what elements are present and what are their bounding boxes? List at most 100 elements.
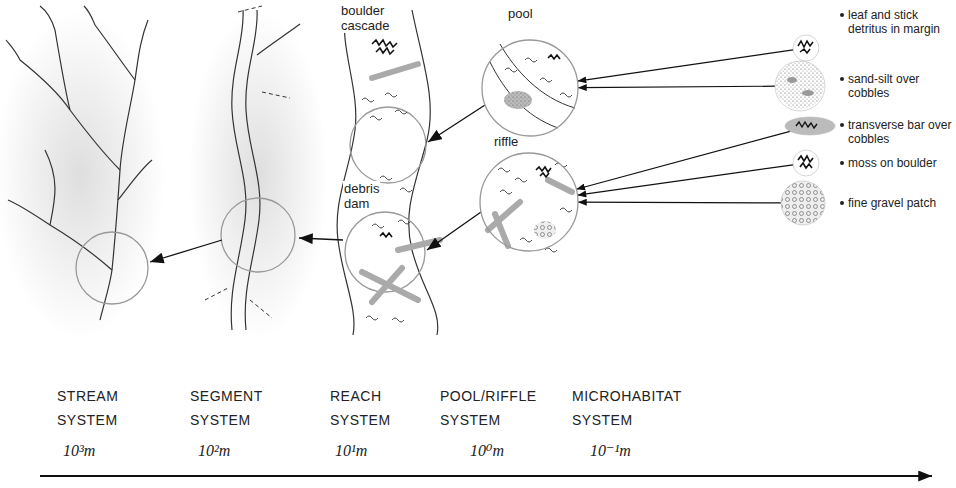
patch-outline: [775, 61, 825, 111]
boulder: [540, 173, 549, 177]
ripple: [505, 68, 517, 72]
debris-wood: [372, 64, 418, 78]
feature-label: boulder cascade: [340, 3, 390, 33]
pool-detail: [534, 221, 556, 239]
debris-wood: [548, 180, 572, 192]
scale-size: 10⁰m: [470, 442, 504, 460]
segment-channel: [257, 24, 300, 55]
stream-network: [118, 160, 152, 200]
pool-detail: [490, 44, 575, 239]
scale-arrow: [578, 165, 794, 195]
stream-network: [95, 25, 135, 80]
microhabitat-detail: [787, 77, 797, 83]
pool-detail: [490, 62, 558, 128]
scale-circle: [482, 40, 578, 136]
bullet: [840, 201, 844, 205]
unit-name: pool: [508, 6, 533, 22]
scale-circle: [76, 232, 148, 304]
stream-network: [45, 150, 55, 225]
patch-outline: [793, 35, 819, 61]
scale-arrow: [150, 240, 222, 262]
scale-name: REACH SYSTEM: [330, 384, 391, 432]
microhabitat-detail: [785, 117, 835, 135]
unit-name: riffle: [494, 134, 518, 150]
microhabitat-patch: moss on boulder: [793, 150, 954, 176]
boulder: [380, 233, 392, 237]
bullet: [840, 123, 844, 127]
scale-arrow: [427, 212, 481, 250]
microhabitat-label: leaf and stick detritus in margin: [848, 8, 952, 36]
segment-boundary: [238, 6, 262, 12]
microhabitat-patch: transverse bar over cobbles: [784, 116, 954, 148]
ripple: [398, 220, 410, 224]
ripple: [520, 238, 532, 242]
ripple: [500, 190, 512, 194]
ripple: [366, 316, 378, 320]
boulder: [372, 40, 560, 237]
ripple: [498, 168, 510, 172]
boulder: [372, 40, 397, 47]
boulder: [548, 55, 560, 59]
scale-circle: [482, 40, 578, 136]
ripple: [395, 110, 407, 114]
microhabitat-detail: [798, 156, 813, 168]
patch-outline: [785, 117, 835, 135]
ripple: [545, 248, 557, 252]
scale-axis: [40, 475, 932, 477]
scale-size: 10³m: [63, 442, 95, 460]
ripple: [525, 58, 537, 62]
microhabitat-detail: [802, 90, 814, 96]
ripple: [358, 58, 572, 322]
ripple: [380, 176, 392, 180]
microhabitat-patch: sand-silt over cobbles: [775, 60, 954, 111]
ripple: [560, 93, 572, 97]
microhabitat-label: moss on boulder: [848, 156, 952, 170]
patch-outline: [781, 181, 825, 225]
segment-channel: [245, 10, 260, 330]
feature-label: debris dam: [343, 181, 380, 211]
microhabitat-detail: [776, 61, 824, 109]
scale-size: 10¹m: [335, 442, 367, 460]
scale-arrow: [299, 238, 343, 240]
ripple: [560, 208, 572, 212]
patch-outline: [775, 61, 825, 111]
microhabitat-detail: [796, 122, 817, 128]
ripple: [362, 98, 374, 102]
debris-wood: [362, 64, 572, 302]
bullet: [840, 77, 844, 81]
stream-network: [55, 30, 70, 110]
ripple: [400, 188, 412, 192]
segment-boundary: [205, 288, 228, 300]
stream-network: [6, 40, 20, 60]
stream-network: [84, 6, 95, 25]
scale-axis: [40, 475, 932, 477]
microhabitat-patch: fine gravel patch: [780, 180, 954, 225]
microhabitat-detail: [798, 41, 813, 53]
scale-name: SEGMENT SYSTEM: [190, 384, 262, 432]
scale-size: 10⁻¹m: [590, 442, 631, 460]
boulder: [376, 48, 394, 54]
bullet: [840, 161, 844, 165]
haze: [0, 10, 328, 340]
scale-arrow: [428, 105, 485, 142]
pool-detail: [504, 91, 532, 109]
patch-outline: [793, 150, 819, 176]
stream-network: [6, 6, 152, 320]
scale-arrow: [578, 202, 781, 204]
scale-circle: [345, 212, 425, 292]
pool-detail: [504, 91, 532, 109]
ripple: [385, 93, 397, 97]
stream-network: [20, 60, 120, 170]
patch-outline: [793, 150, 819, 176]
scale-arrow: [578, 50, 794, 81]
ripple: [372, 224, 384, 228]
scale-circle: [76, 107, 426, 304]
ripple: [370, 116, 382, 120]
ripple: [540, 78, 552, 82]
scale-name: POOL/RIFFLE SYSTEM: [440, 384, 537, 432]
microhabitat-patch: leaf and stick detritus in margin: [793, 8, 954, 61]
segment-boundary: [205, 6, 290, 318]
stream-network: [40, 6, 55, 30]
haze: [188, 10, 328, 340]
